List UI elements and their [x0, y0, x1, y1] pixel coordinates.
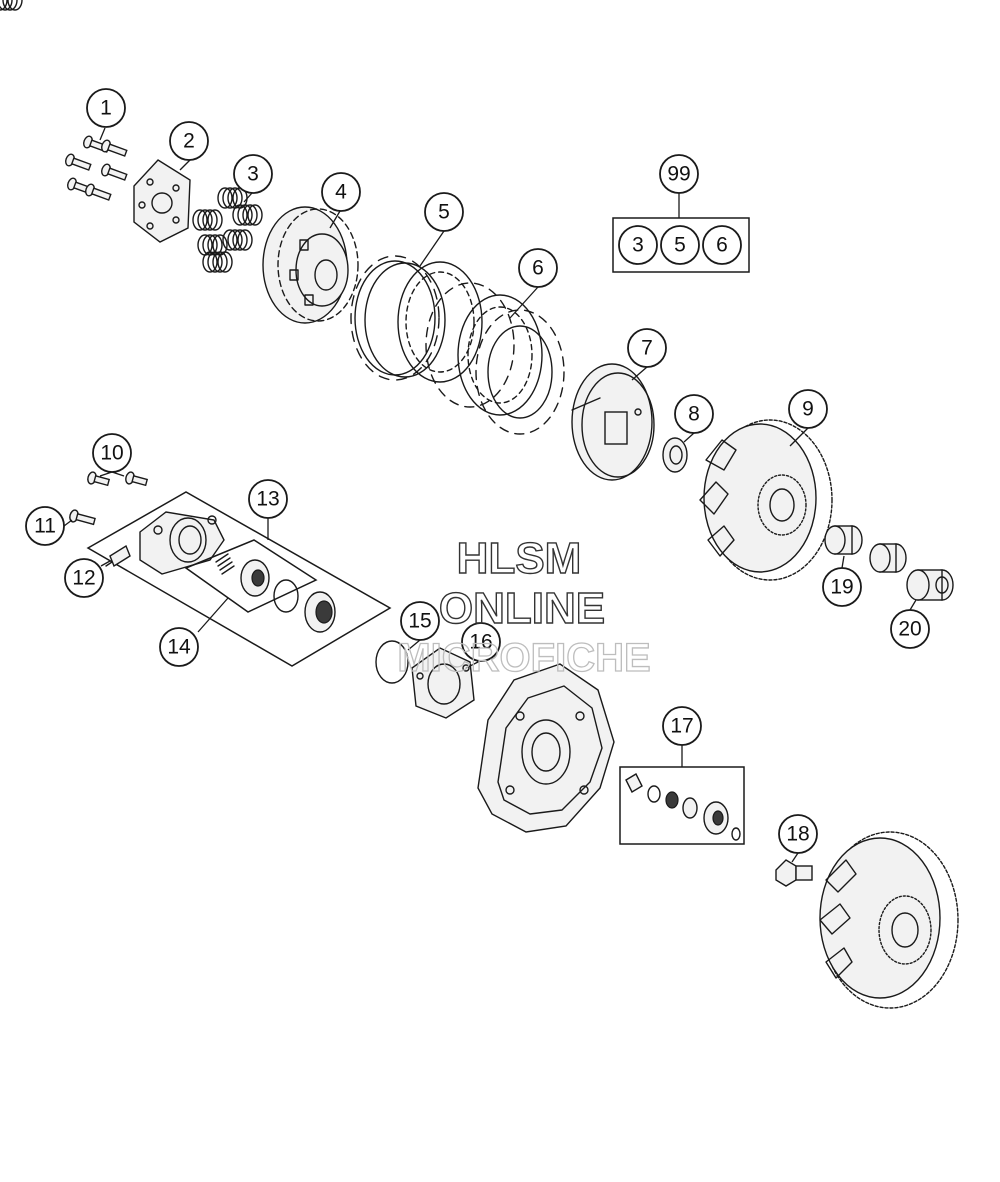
part-16-gasket[interactable]	[411, 647, 475, 719]
callout-20: 20	[890, 609, 930, 649]
svg-text:20: 20	[898, 618, 921, 641]
svg-text:10: 10	[100, 442, 123, 465]
callout-10: 10	[92, 433, 132, 473]
part-2-retainer-plate[interactable]	[133, 159, 191, 243]
kit-99-item-2: 5	[674, 234, 686, 257]
part-5-friction-disc[interactable]	[350, 255, 483, 383]
svg-text:3: 3	[247, 163, 259, 186]
svg-text:7: 7	[641, 337, 653, 360]
callout-11: 11	[25, 506, 65, 546]
kit-99-box[interactable]: 3 5 6	[612, 192, 750, 273]
callout-12: 12	[64, 558, 104, 598]
watermark-line-2: ONLINE	[439, 584, 605, 633]
svg-text:19: 19	[830, 576, 853, 599]
callout-13: 13	[248, 479, 288, 519]
part-18-nut[interactable]	[775, 859, 813, 887]
callout-3: 3	[233, 154, 273, 194]
clutch-cover[interactable]	[477, 663, 615, 833]
leader-lines	[63, 127, 917, 863]
callout-14: 14	[159, 627, 199, 667]
svg-text:1: 1	[100, 97, 112, 120]
svg-text:5: 5	[438, 201, 450, 224]
svg-text:14: 14	[167, 636, 191, 659]
svg-text:8: 8	[688, 403, 700, 426]
assembled-clutch-basket	[819, 831, 959, 1009]
callout-15: 15	[400, 601, 440, 641]
part-7-pressure-plate[interactable]	[571, 363, 655, 481]
kit-99-item-3: 6	[716, 234, 728, 257]
svg-text:4: 4	[335, 181, 347, 204]
watermark: HLSM ONLINE MICROFICHE	[397, 533, 652, 680]
callout-4: 4	[321, 172, 361, 212]
svg-text:13: 13	[256, 488, 279, 511]
svg-text:17: 17	[670, 715, 693, 738]
callout-7: 7	[627, 328, 667, 368]
part-10-screws[interactable]	[87, 471, 149, 488]
callout-5: 5	[424, 192, 464, 232]
part-17-kit[interactable]	[619, 766, 745, 845]
svg-text:16: 16	[469, 631, 492, 654]
callout-2: 2	[169, 121, 209, 161]
svg-text:12: 12	[72, 567, 95, 590]
watermark-line-1: HLSM	[457, 534, 582, 583]
part-14-piston-kit[interactable]	[184, 539, 336, 633]
part-13-slave-cylinder-kit[interactable]	[86, 491, 392, 667]
svg-text:6: 6	[532, 257, 544, 280]
callout-19: 19	[822, 567, 862, 607]
callout-1: 1	[86, 88, 126, 128]
svg-text:99: 99	[667, 163, 690, 186]
callout-99: 99	[659, 154, 699, 194]
part-9-clutch-basket[interactable]	[699, 419, 833, 581]
callout-9: 9	[788, 389, 828, 429]
part-1-screws[interactable]	[64, 135, 128, 203]
part-12-bleed-screw[interactable]	[105, 544, 131, 568]
part-6-clutch-discs[interactable]	[425, 282, 565, 435]
part-3-clutch-springs[interactable]	[0, 0, 263, 273]
callout-18: 18	[778, 814, 818, 854]
callout-17: 17	[662, 706, 702, 746]
callout-8: 8	[674, 394, 714, 434]
kit-99-item-1: 3	[632, 234, 644, 257]
svg-text:11: 11	[34, 515, 56, 538]
part-11-screw[interactable]	[69, 509, 96, 527]
part-20-sleeve[interactable]	[906, 569, 954, 601]
part-8-thrust-washer[interactable]	[662, 437, 688, 473]
part-19-needle-bushing[interactable]	[824, 525, 907, 573]
callout-16: 16	[461, 622, 501, 662]
part-4-clutch-hub[interactable]	[262, 206, 359, 324]
callout-6: 6	[518, 248, 558, 288]
svg-text:2: 2	[183, 130, 195, 153]
svg-text:18: 18	[786, 823, 809, 846]
part-15-o-ring[interactable]	[375, 640, 409, 684]
svg-text:9: 9	[802, 398, 814, 421]
watermark-line-3: MICROFICHE	[397, 636, 650, 680]
svg-text:15: 15	[408, 610, 431, 633]
